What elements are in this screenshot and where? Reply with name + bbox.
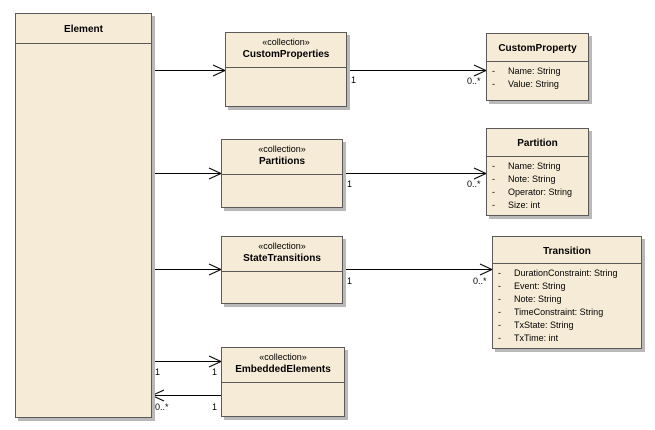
collection-name: StateTransitions [243,253,321,264]
attribute: -Event: String [498,281,566,291]
multiplicity-label: 0..* [473,276,487,286]
class-name: Transition [543,246,591,257]
multiplicity-label: 1 [212,402,218,412]
attribute: -TxTime: int [498,333,559,343]
attribute: -Operator: String [492,187,573,197]
transition-class[interactable]: Transition -DurationConstraint: String -… [492,236,642,349]
multiplicity-label: 0..* [155,402,169,412]
multiplicity-label: 0..* [467,76,481,86]
collection-name: CustomProperties [242,49,330,60]
partitions-collection[interactable]: «collection» Partitions [221,139,343,208]
collection-name: EmbeddedElements [235,364,331,375]
collection-stereotype: «collection» [262,37,310,47]
class-name: Partition [517,138,558,149]
collection-stereotype: «collection» [258,144,306,154]
embeddedelements-collection[interactable]: «collection» EmbeddedElements [221,347,345,417]
collection-stereotype: «collection» [259,352,307,362]
customproperties-collection[interactable]: «collection» CustomProperties [225,32,347,107]
attribute-list: -DurationConstraint: String -Event: Stri… [493,264,641,345]
embeddedelements-to-element-arrowhead [150,389,165,402]
attribute: -Note: String [492,174,556,184]
element-class[interactable]: Element [15,13,152,418]
attribute: -Size: int [492,200,541,210]
class-name: CustomProperty [498,43,577,54]
attribute-list: -Name: String -Note: String -Operator: S… [487,157,588,212]
attribute-list: -Name: String -Value: String [487,62,588,91]
multiplicity-label: 1 [212,367,218,377]
multiplicity-label: 1 [347,276,353,286]
collection-name: Partitions [258,156,306,167]
attribute: -Note: String [498,294,562,304]
statetransitions-collection[interactable]: «collection» StateTransitions [221,236,343,304]
multiplicity-label: 1 [347,179,353,189]
collection-stereotype: «collection» [258,241,306,251]
attribute: -TxState: String [498,320,574,330]
partition-class[interactable]: Partition -Name: String -Note: String -O… [486,128,589,216]
attribute: -Name: String [492,66,561,76]
element-class-name: Element [64,24,103,35]
attribute: -DurationConstraint: String [498,268,618,278]
multiplicity-label: 1 [155,367,161,377]
multiplicity-label: 1 [351,75,357,85]
customproperty-class[interactable]: CustomProperty -Name: String -Value: Str… [486,33,589,101]
attribute: -Value: String [492,79,559,89]
attribute: -Name: String [492,161,561,171]
attribute: -TimeConstraint: String [498,307,604,317]
multiplicity-label: 0..* [467,179,481,189]
